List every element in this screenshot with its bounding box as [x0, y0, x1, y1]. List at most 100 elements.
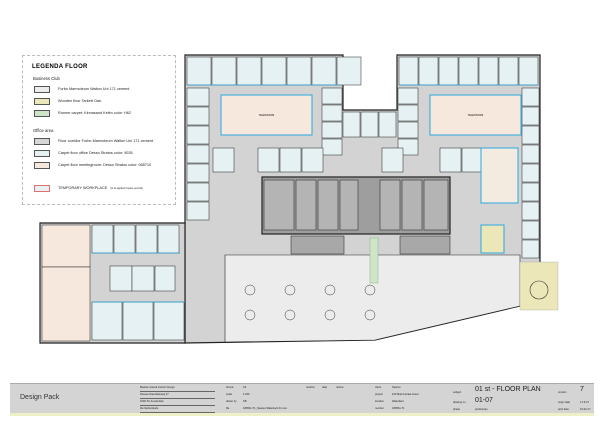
- value: SB: [243, 400, 247, 403]
- legend-item: Forbo Marmoleum Walton Uni 171 cement: [34, 85, 129, 93]
- version-number: 7: [580, 386, 584, 393]
- company-line: Maarten Asselt Interior Design: [140, 385, 215, 392]
- table: [324, 309, 336, 321]
- table: [284, 309, 296, 321]
- office-room: [186, 87, 210, 107]
- team-room: [41, 224, 91, 268]
- runner-carpet: [369, 237, 379, 284]
- swatch: [34, 149, 50, 157]
- label: revision: [306, 386, 315, 389]
- swatch: [34, 184, 50, 192]
- table: [284, 284, 296, 296]
- swatch: [34, 137, 50, 145]
- swatch: [34, 97, 50, 105]
- label: scale: [226, 393, 233, 396]
- office-room: [186, 144, 210, 164]
- title-block-strip: [10, 413, 594, 416]
- value: 180501-T1: [392, 407, 405, 410]
- office-room: [378, 111, 397, 138]
- room-label: TEAM ROOM: [259, 114, 274, 117]
- swatch: [34, 85, 50, 93]
- table: [244, 309, 256, 321]
- core-room: [263, 179, 295, 231]
- label: phase: [453, 408, 461, 411]
- office-room: [153, 301, 185, 341]
- label: number: [375, 407, 384, 410]
- office-room: [279, 147, 302, 173]
- legend-item: Carpet floor office Desso Stratos color:…: [34, 149, 133, 157]
- core-room: [401, 179, 423, 231]
- core-room: [317, 179, 339, 231]
- office-room: [157, 224, 180, 254]
- office-room: [321, 121, 343, 139]
- table: [244, 284, 256, 296]
- office-room: [439, 147, 462, 173]
- office-room: [521, 87, 540, 107]
- title-block-name: Design Pack: [20, 394, 60, 401]
- value: A3: [243, 386, 247, 389]
- team-room: [429, 94, 522, 136]
- round-table: [529, 280, 549, 300]
- label: client: [375, 386, 382, 389]
- office-room: [381, 147, 404, 173]
- label: origin date: [558, 401, 571, 404]
- meeting-room: [480, 147, 519, 204]
- table: [364, 284, 376, 296]
- value: Spaces: [392, 386, 401, 389]
- core-room: [423, 179, 449, 231]
- table: [324, 284, 336, 296]
- legend-title: LEGENDA FLOOR: [32, 64, 88, 70]
- label: location: [375, 400, 384, 403]
- office-room: [91, 301, 123, 341]
- value: 1:200: [243, 393, 250, 396]
- label: drawing no.: [453, 401, 467, 404]
- company-line: 1000 XC Amsterdam: [140, 399, 215, 406]
- office-room: [131, 265, 155, 292]
- table: [364, 309, 376, 321]
- office-room: [321, 138, 343, 156]
- core-room: [295, 179, 317, 231]
- office-room: [186, 201, 210, 221]
- office-room: [521, 220, 540, 240]
- office-room: [211, 56, 237, 86]
- office-room: [186, 182, 210, 202]
- swatch: [34, 109, 50, 117]
- team-room: [220, 94, 313, 136]
- office-room: [498, 56, 519, 86]
- value: 180501-T1_Spaces Waterkant 01.vwx: [243, 407, 287, 410]
- title-block: Design Pack Maarten Asselt Interior Desi…: [10, 383, 594, 414]
- office-room: [418, 56, 439, 86]
- label: date: [322, 386, 328, 389]
- office-room: [321, 104, 343, 122]
- value: preliminary: [475, 408, 488, 411]
- wooden-floor-lounge: [519, 261, 559, 311]
- office-room: [397, 87, 419, 105]
- office-room: [257, 147, 280, 173]
- office-room: [186, 56, 212, 86]
- legend-item: Runner carpet: Kinnasand Kelim color: H6…: [34, 109, 131, 117]
- office-room: [521, 163, 540, 183]
- wooden-floor-room: [480, 224, 505, 254]
- office-room: [286, 56, 312, 86]
- office-room: [301, 147, 324, 173]
- office-room: [461, 147, 484, 173]
- office-room: [212, 147, 235, 173]
- core-room: [379, 179, 401, 231]
- legend-section-heading: Business Club: [33, 76, 60, 81]
- office-room: [186, 106, 210, 126]
- office-room: [521, 125, 540, 145]
- drawing-number: 01-07: [475, 397, 493, 404]
- label: review: [336, 386, 344, 389]
- office-room: [91, 224, 114, 254]
- value: Waterkant: [392, 400, 404, 403]
- office-room: [113, 224, 136, 254]
- office-room: [311, 56, 337, 86]
- office-room: [122, 301, 154, 341]
- office-room: [336, 56, 362, 86]
- room-label: TEAM ROOM: [468, 114, 483, 117]
- office-room: [521, 144, 540, 164]
- office-room: [109, 265, 133, 292]
- legend-item: Floor corridor Forbo Marmoleum Walton Un…: [34, 137, 153, 145]
- office-room: [521, 106, 540, 126]
- office-room: [438, 56, 459, 86]
